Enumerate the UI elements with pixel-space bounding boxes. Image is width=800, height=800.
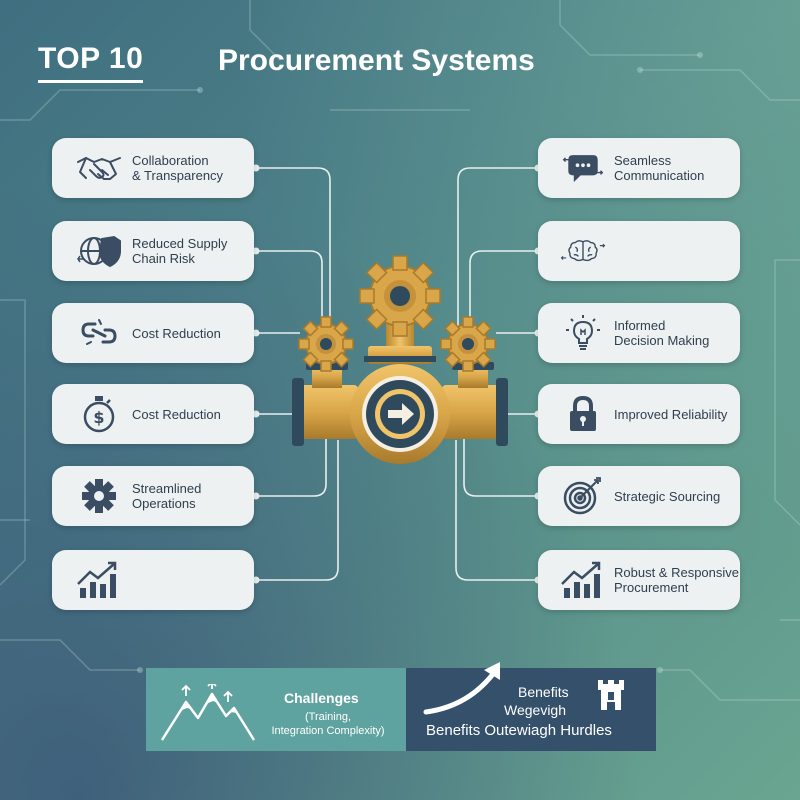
stopwatch-dollar-icon: $ [76,394,122,434]
card-label: Informed Decision Making [614,318,710,348]
card-cost-reduction-1: Cost Reduction [52,303,254,363]
challenges-subtitle: (Training, Integration Complexity) [271,711,385,737]
card-label: Cost Reduction [132,406,221,422]
card-robust: Robust & Responsive Procurement [538,550,740,610]
benefits-line-2: Wegevigh [504,702,567,718]
target-icon [560,476,606,516]
lightbulb-icon [560,313,606,353]
card-sourcing: Strategic Sourcing [538,466,740,526]
card-reliability: Improved Reliability [538,384,740,444]
benefits-line-1: Benefits [518,684,569,700]
card-label: Robust & Responsive Procurement [614,565,740,595]
card-label: Strategic Sourcing [614,488,721,504]
card-label: Reduced Supply Chain Risk [132,236,228,266]
card-cost-reduction-2: $ Cost Reduction [52,384,254,444]
card-supply-risk: Reduced Supply Chain Risk [52,221,254,281]
padlock-icon [560,394,606,434]
benefits-panel: Benefits Wegevigh Benefits Outewiagh Hur… [406,662,656,751]
handshake-icon [76,148,122,188]
card-brain [538,221,740,281]
card-communication: Seamless Communication [538,138,740,198]
gear-icon [76,476,122,516]
mountains-icon [160,684,256,741]
growth-chart-icon [560,560,606,600]
card-label: Collaboration & Transparency [132,153,224,183]
card-label: Seamless Communication [614,153,705,183]
castle-tower-icon [598,680,624,710]
card-streamlined: Streamlined Operations [52,466,254,526]
card-growth [52,550,254,610]
svg-text:$: $ [93,408,104,427]
card-label: Improved Reliability [614,406,728,422]
card-label: Streamlined Operations [132,481,202,511]
growth-chart-icon [76,560,122,600]
chat-bubble-icon [560,148,606,188]
card-decision: Informed Decision Making [538,303,740,363]
challenges-title: Challenges [284,690,359,706]
page-title: Procurement Systems [218,44,535,77]
challenges-panel: Challenges (Training, Integration Comple… [146,668,406,751]
upward-arrow-icon [423,662,500,715]
shield-globe-icon [76,231,122,271]
top-ten-label: TOP 10 [38,44,144,83]
brain-icon [560,231,606,271]
chain-links-icon [76,313,122,353]
benefits-line-3: Benefits Outewiagh Hurdles [426,722,612,739]
card-collaboration: Collaboration & Transparency [52,138,254,198]
card-label: Cost Reduction [132,325,221,341]
